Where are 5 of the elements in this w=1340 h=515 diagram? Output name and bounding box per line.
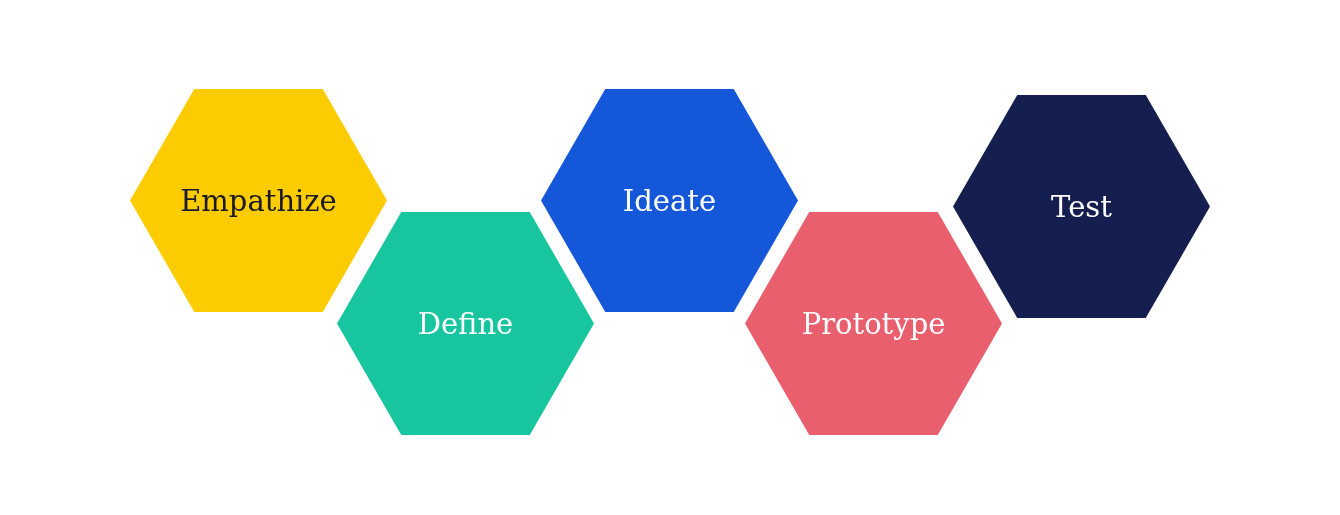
stage-label: Define: [417, 306, 514, 341]
stage-label: Prototype: [801, 306, 946, 341]
stage-label: Test: [1051, 189, 1112, 224]
stage-label: Ideate: [622, 183, 717, 218]
stage-label: Empathize: [180, 183, 337, 218]
